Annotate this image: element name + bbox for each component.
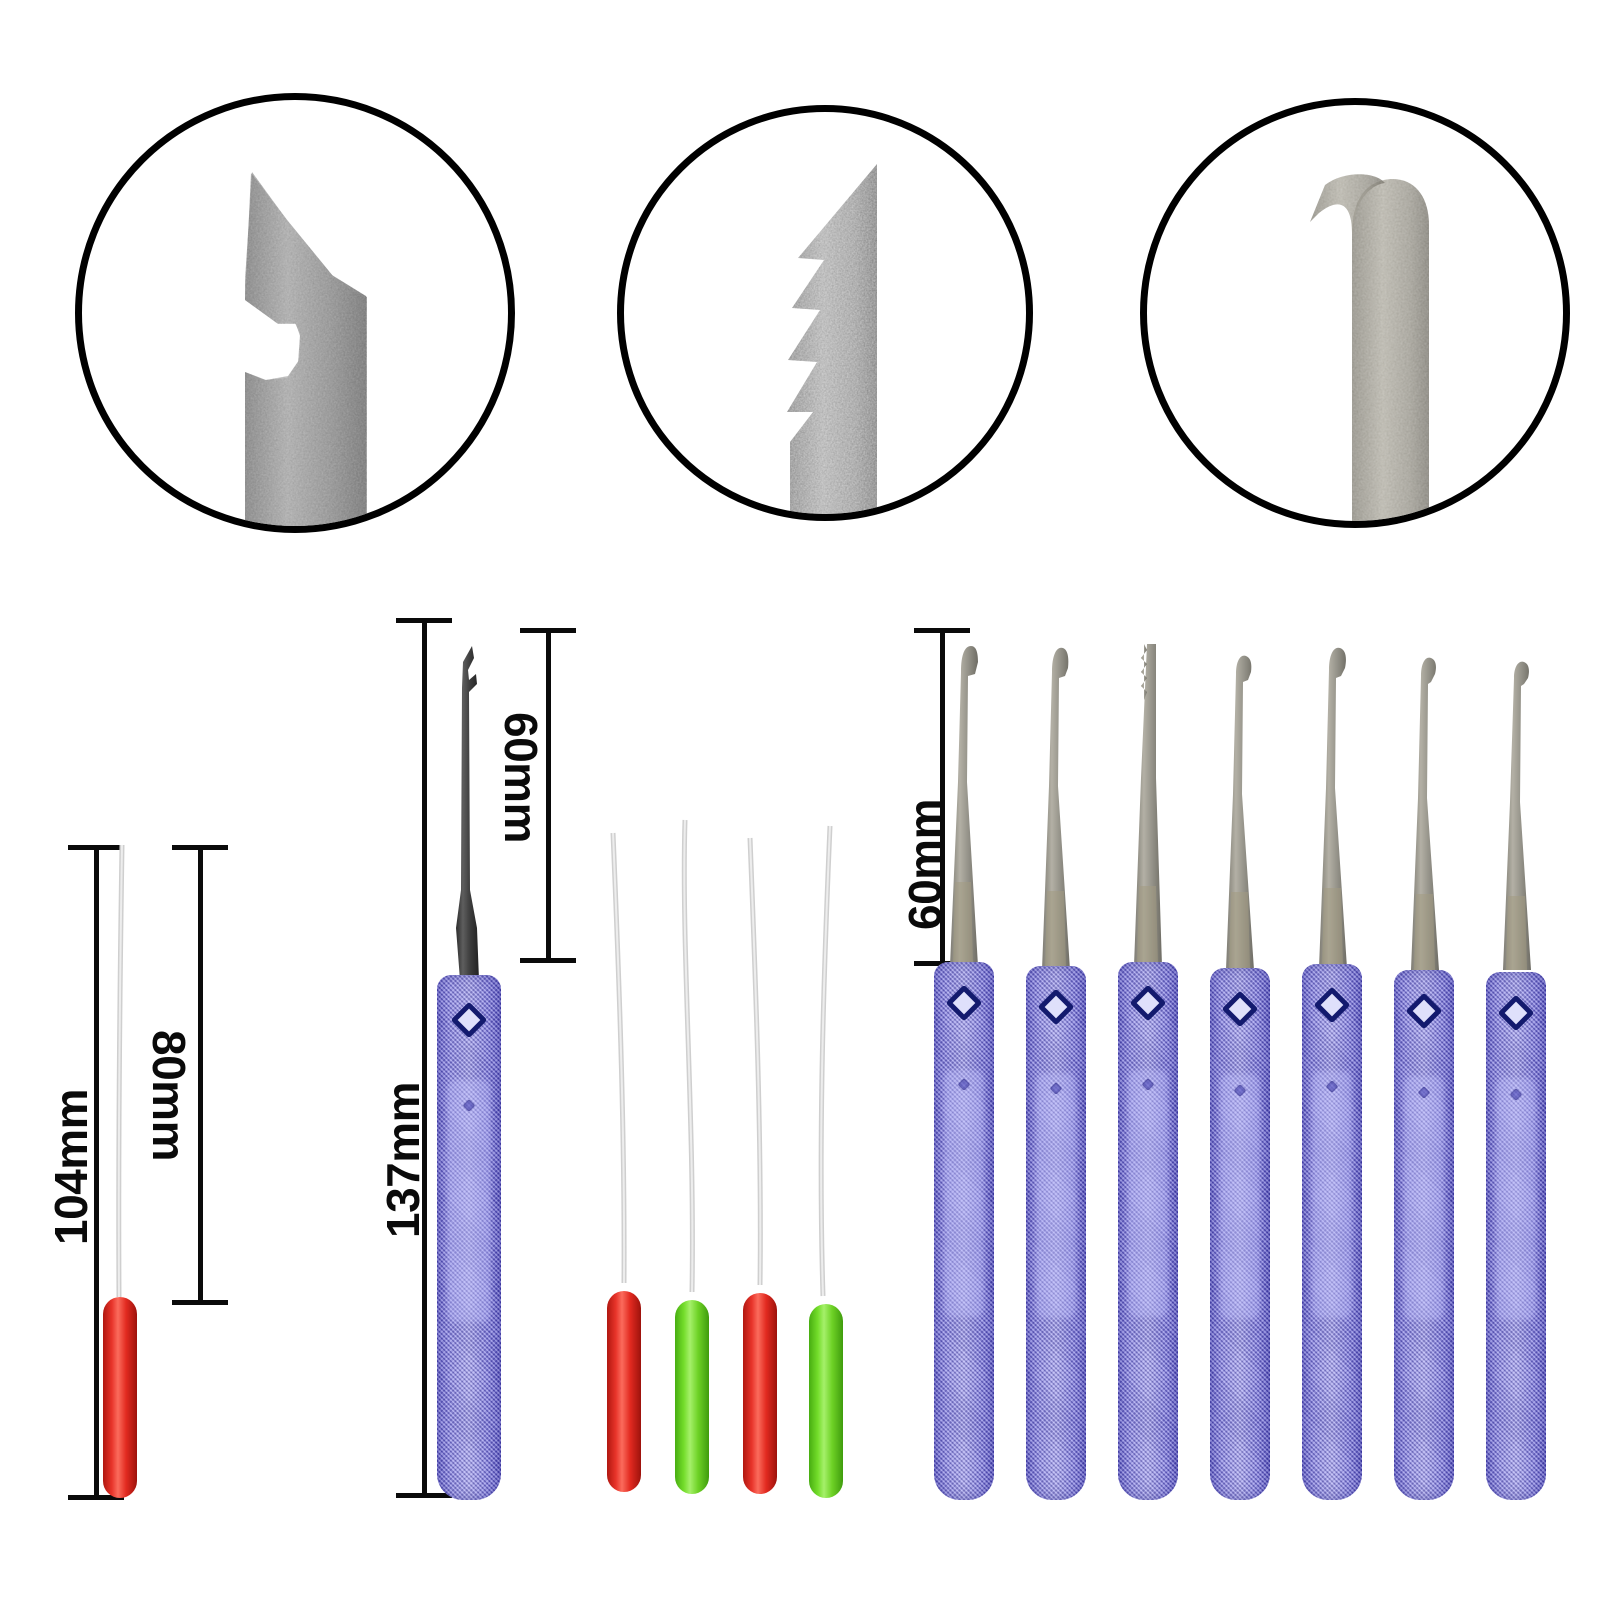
dimension-line — [545, 628, 551, 963]
wire-tool-4-red — [740, 837, 780, 1494]
blue-pick-5 — [1302, 638, 1362, 1500]
handle-rivet — [1313, 986, 1351, 1024]
pick-blade-sawtooth-rake — [1125, 628, 1171, 966]
tool-handle-blue — [1394, 970, 1454, 1500]
pick-blade-hook-shallow — [1401, 648, 1447, 970]
dimension-cap-bottom — [396, 1493, 452, 1498]
pick-blade-hook-tip — [1493, 652, 1539, 970]
wire-shaft — [610, 832, 627, 1284]
handle-rivet — [945, 984, 983, 1022]
tool-handle-blue — [934, 962, 994, 1500]
wire-shaft — [818, 825, 833, 1297]
wire-shaft — [747, 837, 763, 1286]
handle-rivet — [1405, 992, 1443, 1030]
dimension-80mm — [172, 845, 228, 1305]
wire-handle-green — [675, 1300, 709, 1494]
wire-shaft — [116, 844, 125, 1298]
handle-rivet — [1221, 990, 1259, 1028]
wire-tool-1-red — [100, 844, 140, 1500]
handle-rivet — [450, 1001, 488, 1039]
pick-blade-hook-curve — [1309, 638, 1355, 968]
handle-panel — [1035, 1072, 1077, 1319]
blue-pick-3 — [1118, 628, 1178, 1500]
dimension-line — [421, 618, 427, 1498]
dimension-cap-bottom — [68, 1495, 124, 1500]
tool-handle-blue — [1302, 964, 1362, 1500]
tool-handle-blue — [1026, 966, 1086, 1500]
wire-tool-2-red — [604, 832, 644, 1493]
handle-panel — [1311, 1071, 1353, 1318]
tool-handle-blue — [1118, 962, 1178, 1500]
curved-hook-tip-icon — [1147, 105, 1563, 521]
tool-handle-blue — [437, 975, 501, 1500]
dimension-104mm — [68, 845, 124, 1500]
blue-pick-4 — [1210, 644, 1270, 1500]
wire-tool-5-green — [806, 825, 846, 1498]
dimension-60mm-blade-label: 60mm — [495, 712, 547, 843]
tool-handle-blue — [1210, 968, 1270, 1500]
handle-panel — [1127, 1069, 1169, 1318]
dimension-cap-bottom — [520, 958, 576, 963]
dimension-line — [939, 628, 945, 966]
dimension-137mm — [396, 618, 452, 1498]
tool-handle-blue — [1486, 972, 1546, 1500]
blue-pick-6 — [1394, 648, 1454, 1500]
pick-blade-hook-small — [1217, 644, 1263, 970]
handle-panel — [1219, 1074, 1261, 1320]
dimension-104mm-label: 104mm — [45, 1088, 97, 1245]
handle-rivet — [1037, 988, 1075, 1026]
blue-pick-2 — [1026, 636, 1086, 1500]
handle-panel — [1403, 1076, 1445, 1320]
detail-circle-notched-hook — [75, 93, 515, 533]
wire-shaft — [681, 819, 695, 1293]
pick-blade-hook-long — [1033, 636, 1079, 970]
dimension-80mm-label: 80mm — [143, 1030, 195, 1161]
handle-panel — [1495, 1077, 1537, 1321]
detail-circle-sawtooth-rake — [617, 105, 1033, 521]
dimension-60mm-blade — [520, 628, 576, 963]
wire-handle-green — [809, 1304, 843, 1498]
detail-circle-curved-hook — [1140, 98, 1570, 528]
handle-panel — [943, 1069, 985, 1318]
wire-handle-red — [103, 1297, 137, 1498]
dimension-line — [197, 845, 203, 1305]
flat-blade-notched-hook — [447, 628, 491, 980]
sawtooth-rake-tip-icon — [624, 112, 1026, 514]
dimension-line — [93, 845, 99, 1500]
dimension-137mm-label: 137mm — [377, 1081, 429, 1238]
wire-handle-red — [743, 1293, 777, 1494]
wire-handle-red — [607, 1291, 641, 1492]
notched-hook-tip-icon — [82, 100, 508, 526]
dimension-cap-bottom — [172, 1300, 228, 1305]
blue-tool-flat-blade — [437, 618, 501, 1500]
handle-rivet — [1497, 994, 1535, 1032]
blue-pick-7 — [1486, 652, 1546, 1500]
pick-blade-hook — [941, 632, 987, 966]
handle-panel — [447, 1080, 491, 1322]
handle-rivet — [1129, 984, 1167, 1022]
wire-tool-3-green — [672, 819, 712, 1496]
blue-pick-1 — [934, 632, 994, 1500]
